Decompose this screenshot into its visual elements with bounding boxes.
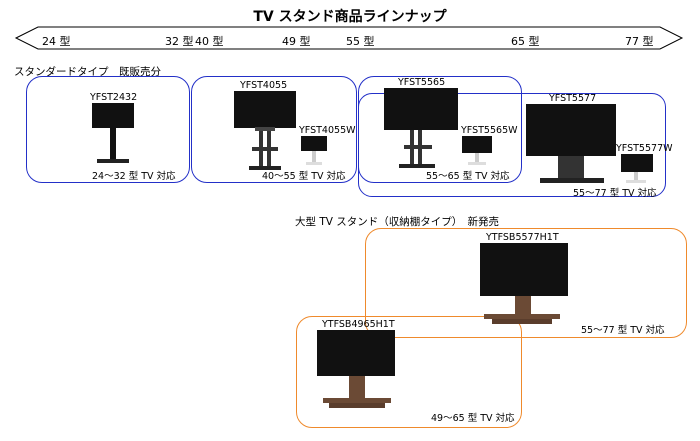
tv-stand-yfst5565w-image [462,136,492,165]
scale-label-77: 77 型 [625,35,654,48]
size-label-5577: 55～77 型 TV 対応 [573,188,657,199]
model-label-yfst5577w: YFST5577W [616,143,673,154]
size-label-5565: 55～65 型 TV 対応 [426,171,510,182]
size-scale-arrow [14,26,684,50]
tv-stand-ytfsb5577h1t-image [480,243,568,324]
scale-label-55: 55 型 [346,35,375,48]
page-title: TV スタンド商品ラインナップ [253,9,447,25]
model-label-ytfsb5577h1t: YTFSB5577H1T [486,232,559,243]
model-label-yfst5565w: YFST5565W [461,125,518,136]
group-box-5577 [358,93,666,197]
model-label-yfst5565: YFST5565 [398,77,446,88]
section-large-heading: 大型 TV スタンド（収納棚タイプ） 新発売 [295,216,500,228]
tv-stand-yfst4055-image [234,91,296,170]
size-label-2432: 24～32 型 TV 対応 [92,171,176,182]
model-label-yfst2432: YFST2432 [90,92,138,103]
model-label-ytfsb4965h1t: YTFSB4965H1T [322,319,395,330]
group-box-ytfsb4965 [296,316,522,428]
tv-stand-yfst2432-image [92,103,134,163]
tv-stand-yfst5577w-image [621,154,653,183]
size-label-ytfsb4965: 49～65 型 TV 対応 [431,413,515,424]
scale-label-32: 32 型 [165,35,194,48]
model-label-yfst4055: YFST4055 [240,80,288,91]
section-standard-heading: スタンダードタイプ 既販売分 [14,66,161,78]
scale-label-40: 40 型 [195,35,224,48]
scale-label-49: 49 型 [282,35,311,48]
model-label-yfst4055w: YFST4055W [299,125,356,136]
scale-label-24: 24 型 [42,35,71,48]
model-label-yfst5577: YFST5577 [549,93,597,104]
tv-stand-yfst5577-image [526,104,616,183]
group-box-4055 [191,76,357,183]
group-box-ytfsb5577 [365,228,687,338]
tv-stand-yfst5565-image [384,88,458,168]
size-label-4055: 40～55 型 TV 対応 [262,171,346,182]
tv-stand-yfst4055w-image [301,136,327,165]
scale-label-65: 65 型 [511,35,540,48]
size-label-ytfsb5577: 55～77 型 TV 対応 [581,325,665,336]
group-box-2432 [26,76,190,183]
tv-stand-ytfsb4965h1t-image [317,330,395,408]
